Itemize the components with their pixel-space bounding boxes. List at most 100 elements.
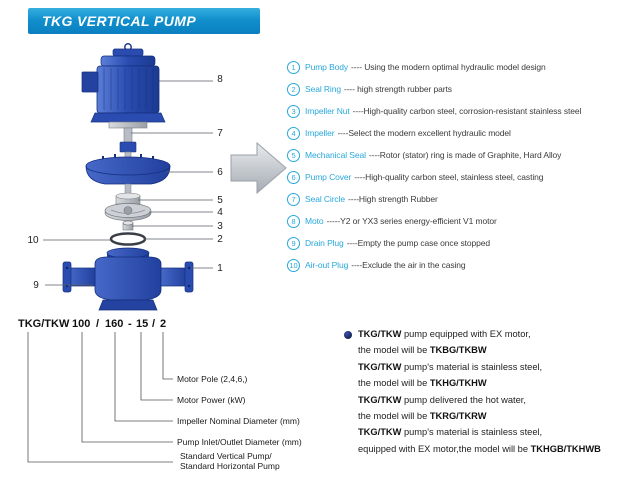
feature-number-badge: 6: [287, 171, 300, 184]
feature-number-badge: 3: [287, 105, 300, 118]
motor-shape: [81, 43, 166, 129]
note-series-code: TKG/TKW: [358, 427, 402, 438]
note-text: the model will be: [358, 345, 430, 356]
note-series-code: TKG/TKW: [358, 394, 402, 405]
note-item: TKG/TKW pump delivered the hot water, th…: [358, 392, 614, 425]
feature-name: Seal Ring: [305, 84, 341, 94]
feature-item: 5 Mechanical Seal----Rotor (stator) ring …: [287, 149, 615, 162]
model-code-pole: 2: [160, 318, 167, 330]
feature-item: 2 Seal Ring---- high strength rubber part…: [287, 83, 615, 96]
note-series-code: TKG/TKW: [358, 329, 402, 339]
page-title: TKG VERTICAL PUMP: [42, 13, 197, 29]
note-item: TKG/TKW pump's material is stainless ste…: [358, 424, 614, 457]
model-code-label-series-2: Standard Horizontal Pump: [180, 461, 280, 471]
feature-name: Air-out Plug: [305, 260, 349, 270]
callout-number: 4: [217, 207, 223, 218]
mechanical-seal-shape: [115, 192, 141, 205]
feature-name: Moto: [305, 216, 324, 226]
note-model-code: TKHGB/TKHWB: [530, 443, 601, 454]
feature-name: Drain Plug: [305, 238, 344, 248]
impeller-nut-shape: [122, 220, 134, 231]
pump-cover-shape: [85, 154, 171, 196]
pump-body-shape: [62, 247, 194, 311]
model-code-dash: -: [128, 318, 132, 330]
feature-description: ----High-quality carbon steel, stainless…: [354, 172, 544, 182]
feature-item: 4 Impeller----Select the modern excellent…: [287, 127, 615, 140]
feature-number-badge: 4: [287, 127, 300, 140]
feature-name: Seal Circle: [305, 194, 345, 204]
callout-number: 1: [217, 263, 223, 274]
callout-number: 7: [217, 128, 223, 139]
callout-number: 3: [217, 221, 223, 232]
note-item: TKG/TKW pump's material is stainless ste…: [358, 359, 614, 392]
note-text: pump's material is stainless steel,: [401, 361, 543, 372]
callout-lines: [43, 80, 213, 286]
feature-item: 8 Moto-----Y2 or YX3 series energy-effici…: [287, 215, 615, 228]
model-code-label-series-1: Standard Vertical Pump/: [180, 451, 272, 461]
feature-description: ----High-quality carbon steel, corrosion…: [352, 106, 582, 116]
feature-name: Pump Body: [305, 62, 349, 72]
arrow-right-icon: [230, 142, 287, 194]
impeller-shape: [104, 203, 152, 221]
note-text: the model will be: [358, 378, 430, 389]
model-code-power: 15: [136, 318, 149, 330]
feature-number-badge: 9: [287, 237, 300, 250]
note-text: equipped with EX motor,the model will be: [358, 443, 531, 454]
bullet-icon: [344, 331, 352, 339]
page-title-banner: TKG VERTICAL PUMP: [28, 8, 260, 34]
feature-description: ----Select the modern excellent hydrauli…: [337, 128, 511, 138]
model-code-label-inlet: Pump Inlet/Outlet Diameter (mm): [177, 437, 302, 447]
note-model-code: TKBG/TKBW: [429, 345, 487, 356]
feature-number-badge: 5: [287, 149, 300, 162]
feature-name: Mechanical Seal: [305, 150, 366, 160]
feature-item: 7 Seal Circle----High strength Rubber: [287, 193, 615, 206]
note-text: pump delivered the hot water,: [401, 394, 526, 405]
feature-item: 3 Impeller Nut----High-quality carbon ste…: [287, 105, 615, 118]
seal-ring-shape: [109, 232, 147, 246]
feature-description: -----Y2 or YX3 series energy-efficient V…: [326, 216, 497, 226]
note-model-code: TKHG/TKHW: [429, 378, 487, 389]
callout-number: 9: [33, 280, 39, 291]
model-code-slash: /: [96, 318, 100, 330]
feature-name: Pump Cover: [305, 172, 352, 182]
feature-number-badge: 1: [287, 61, 300, 74]
note-series-code: TKG/TKW: [358, 361, 402, 372]
note-text: pump's material is stainless steel,: [401, 427, 543, 438]
callout-number: 2: [217, 234, 223, 245]
feature-number-badge: 10: [287, 259, 300, 272]
callout-number: 5: [217, 195, 223, 206]
model-variant-notes: TKG/TKW pump equipped with EX motor, the…: [358, 326, 614, 457]
feature-number-badge: 7: [287, 193, 300, 206]
model-code-label-power: Motor Power (kW): [177, 395, 246, 405]
feature-name: Impeller Nut: [305, 106, 350, 116]
feature-description: ----High strength Rubber: [348, 194, 438, 204]
feature-item: 9 Drain Plug----Empty the pump case once …: [287, 237, 615, 250]
model-code-label-impeller: Impeller Nominal Diameter (mm): [177, 416, 300, 426]
feature-number-badge: 8: [287, 215, 300, 228]
model-code-slash: /: [152, 318, 156, 330]
callout-number: 8: [217, 74, 223, 85]
feature-list: 1 Pump Body---- Using the modern optimal …: [287, 61, 615, 281]
feature-description: ----Rotor (stator) ring is made of Graph…: [368, 150, 562, 160]
callout-number: 10: [27, 235, 39, 246]
note-text: the model will be: [358, 411, 430, 422]
feature-item: 10 Air-out Plug----Exclude the air in the…: [287, 259, 615, 272]
model-code-label-pole: Motor Pole (2,4,6,): [177, 374, 248, 384]
feature-description: ---- high strength rubber parts: [343, 84, 452, 94]
model-code-impeller: 160: [105, 318, 124, 330]
note-text: pump equipped with EX motor,: [401, 329, 531, 339]
callout-number: 6: [217, 167, 223, 178]
feature-name: Impeller: [305, 128, 335, 138]
feature-item: 1 Pump Body---- Using the modern optimal …: [287, 61, 615, 74]
note-model-code: TKRG/TKRW: [429, 411, 487, 422]
model-code-series: TKG/TKW: [18, 318, 70, 330]
note-item: TKG/TKW pump equipped with EX motor, the…: [358, 326, 614, 359]
feature-description: ----Empty the pump case once stopped: [346, 238, 491, 248]
feature-description: ----Exclude the air in the casing: [351, 260, 466, 270]
model-code-inlet: 100: [72, 318, 91, 330]
feature-description: ---- Using the modern optimal hydraulic …: [351, 62, 546, 72]
model-code-connector-lines: [27, 332, 173, 463]
feature-item: 6 Pump Cover----High-quality carbon steel…: [287, 171, 615, 184]
feature-number-badge: 2: [287, 83, 300, 96]
